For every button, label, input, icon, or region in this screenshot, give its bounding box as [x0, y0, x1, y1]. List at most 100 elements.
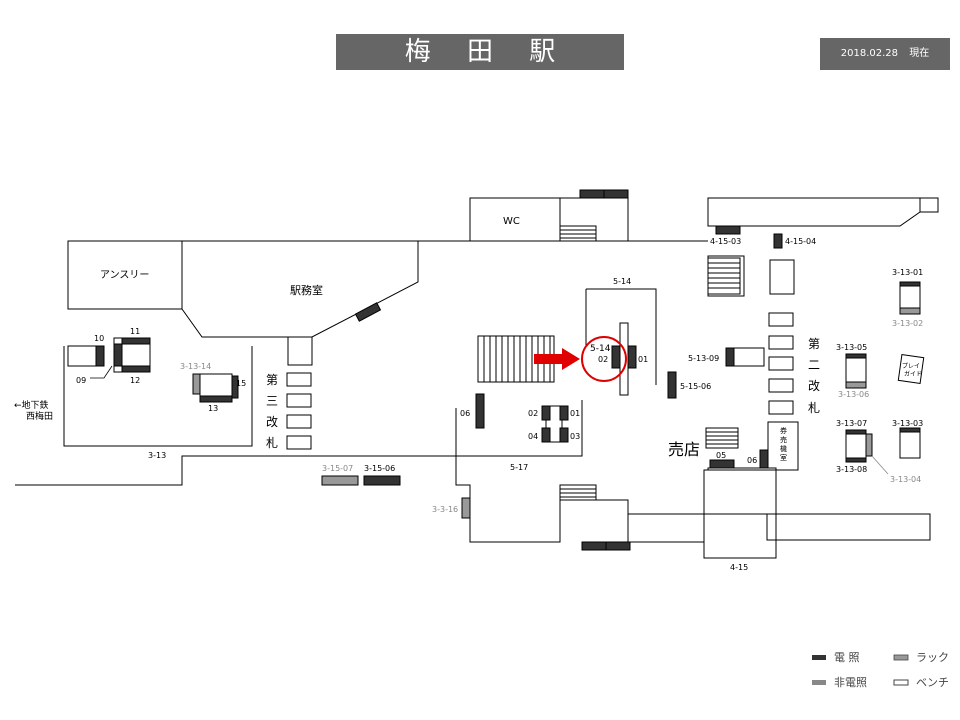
- gate-third-char-2: 三: [266, 394, 278, 408]
- leader-3-13-04: [871, 455, 889, 475]
- ad-lower-a: [581, 541, 607, 551]
- gate-second-5: [768, 400, 794, 415]
- label-3-13-03: 3-13-03: [892, 419, 923, 428]
- ad-3-13-03: [899, 427, 921, 433]
- left-area-outline: [63, 346, 253, 447]
- label-3-13-01: 3-13-01: [892, 268, 923, 277]
- ad-3-13-01-top: [899, 281, 921, 287]
- label-5-17: 5-17: [510, 463, 528, 472]
- ad-13: [199, 395, 233, 403]
- date-badge: 2018.02.28 現在: [820, 38, 950, 70]
- ad-5-17-06: [475, 393, 485, 429]
- ad-10-lit: [95, 345, 105, 367]
- label-5-17-03: 03: [570, 432, 580, 441]
- playguide-2: ガイド: [904, 370, 922, 378]
- legend-bench-label: ベンチ: [916, 676, 949, 689]
- label-3-13-05: 3-13-05: [836, 343, 867, 352]
- kenbaiki-2: 売: [780, 435, 787, 444]
- label-3-13-04: 3-13-04: [890, 475, 921, 484]
- legend-lit-swatch: [812, 655, 826, 660]
- wc-label: WC: [503, 216, 520, 227]
- label-4-15-05: 05: [716, 451, 726, 460]
- right-end-block: [919, 197, 939, 213]
- kenbaiki-1: 券: [780, 426, 787, 435]
- ad-4-15-05-frame: [707, 467, 777, 471]
- ad-3-13-14: [192, 373, 201, 395]
- label-5-17-04: 04: [528, 432, 538, 441]
- office-pillar: [287, 336, 313, 366]
- label-3-3-16: 3-3-16: [432, 505, 458, 514]
- label-3-13: 3-13: [148, 451, 166, 460]
- label-4-15: 4-15: [730, 563, 748, 572]
- legend-bench-swatch: [893, 679, 909, 686]
- label-13: 13: [208, 404, 218, 413]
- ad-lower-b: [605, 541, 631, 551]
- stair-right-steps: [708, 262, 740, 289]
- date-suffix: 現在: [909, 48, 930, 59]
- label-15: 15: [236, 379, 246, 388]
- ad-3-13-05-top: [845, 353, 867, 359]
- ad-upper-b: [603, 189, 629, 199]
- label-3-13-14: 3-13-14: [180, 362, 211, 371]
- ad-5-14-02: [611, 345, 621, 369]
- legend-unlit-label: 非電照: [834, 676, 867, 689]
- gate-third-2: [286, 393, 312, 408]
- label-4-15-03: 4-15-03: [710, 237, 741, 246]
- ad-5-17-04: [541, 427, 551, 443]
- label-5-14-selected: 5-14: [590, 344, 611, 354]
- ad-12: [121, 365, 151, 373]
- label-11: 11: [130, 327, 140, 336]
- stair-baiten-steps: [706, 431, 738, 445]
- label-3-13-07: 3-13-07: [836, 419, 867, 428]
- gate-second-char-4: 札: [808, 401, 820, 415]
- label-5-14-01: 01: [638, 355, 648, 364]
- ad-3-13-08: [845, 457, 867, 463]
- highlight-arrow-shaft: [534, 354, 564, 364]
- gate-second-4: [768, 378, 794, 393]
- label-10: 10: [94, 334, 104, 343]
- gate-second-3: [768, 356, 794, 371]
- far-right-block: [766, 513, 931, 541]
- exit-label-1: ←地下鉄: [14, 399, 49, 411]
- label-12: 12: [130, 376, 140, 385]
- leader-09: [90, 365, 113, 379]
- ad-3-13-07-box: [845, 429, 867, 463]
- label-5-17-06: 06: [460, 409, 470, 418]
- gate-third-char-1: 第: [266, 373, 278, 387]
- ad-4-15-06: [759, 449, 769, 469]
- ad-3-13-04: [865, 433, 873, 457]
- ad-5-17-01: [559, 405, 569, 421]
- upper-right-room: [769, 259, 795, 295]
- station-office-label: 駅務室: [290, 283, 323, 297]
- stair-upper-steps: [560, 229, 596, 239]
- ad-4-15-04: [773, 233, 783, 249]
- kenbaiki-4: 室: [780, 453, 787, 462]
- gate-third-char-3: 改: [266, 415, 278, 429]
- gate-second-1: [768, 312, 794, 327]
- ad-5-15-06: [667, 371, 677, 399]
- ticket-machine-room: [767, 421, 799, 471]
- gate-second-2: [768, 335, 794, 350]
- ad-office: [354, 302, 382, 322]
- label-3-15-07: 3-15-07: [322, 464, 353, 473]
- ad-5-13-09-lit: [725, 347, 735, 367]
- ad-3-15-07: [321, 475, 359, 486]
- gate-third-1: [286, 372, 312, 387]
- label-5-17-02: 02: [528, 409, 538, 418]
- ad-3-13-06: [845, 381, 867, 389]
- ad-3-3-16: [461, 497, 471, 519]
- ansuri-label: アンスリー: [100, 270, 149, 281]
- gate-second-char-2: 二: [808, 358, 820, 372]
- ad-4-15-03: [715, 225, 741, 235]
- gate-second-char-1: 第: [808, 337, 820, 351]
- lower-right-block: [627, 513, 705, 543]
- gate-third-char-4: 札: [266, 436, 278, 450]
- legend-rack-label: ラック: [916, 651, 949, 664]
- label-4-15-06: 06: [747, 456, 757, 465]
- exit-label-2: 西梅田: [26, 410, 53, 422]
- ad-playguide: [897, 354, 925, 384]
- ad-upper-a: [579, 189, 605, 199]
- ad-4-15-05: [709, 459, 735, 469]
- label-09: 09: [76, 376, 86, 385]
